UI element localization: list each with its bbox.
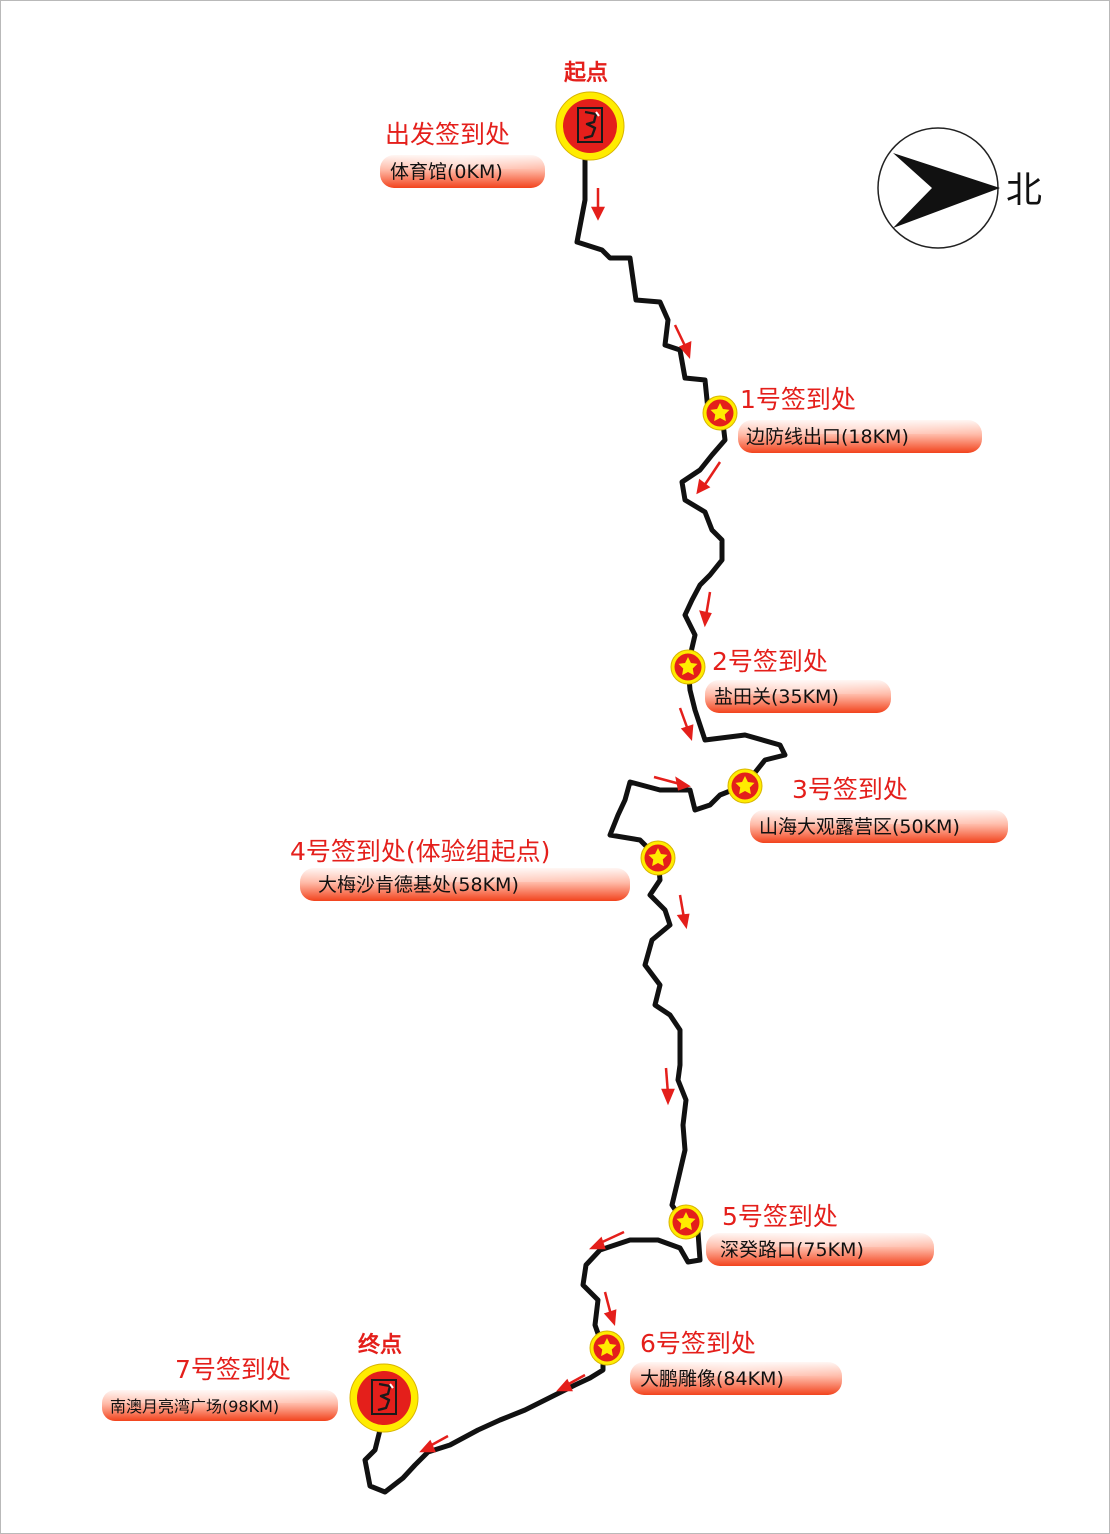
arrow-icon [588, 1230, 625, 1250]
direction-arrows [419, 188, 722, 1453]
finish-location-pill: 南澳月亮湾广场(98KM) [102, 1390, 338, 1421]
checkpoint-3-title: 3号签到处 [792, 775, 908, 804]
finish-title: 7号签到处 [175, 1355, 291, 1384]
finish-location: 南澳月亮湾广场(98KM) [110, 1397, 279, 1416]
arrow-icon [653, 775, 691, 791]
start-location-pill: 体育馆(0KM) [380, 155, 545, 188]
checkpoint-6-location: 大鹏雕像(84KM) [640, 1368, 784, 1390]
checkpoint-2-pill: 盐田关(35KM) [705, 680, 891, 713]
arrow-icon [676, 894, 690, 930]
north-compass: 北 [877, 127, 1042, 249]
checkpoint-5-pill: 深癸路口(75KM) [706, 1233, 934, 1266]
arrow-icon [603, 1291, 617, 1327]
star-icon [589, 1330, 625, 1366]
star-icon [640, 840, 676, 876]
north-arrow-icon [893, 153, 1000, 228]
arrow-icon [699, 591, 712, 628]
checkpoint-4: 4号签到处(体验组起点) 大梅沙肯德基处(58KM) [290, 837, 676, 901]
star-icon [727, 768, 763, 804]
checkpoint-5: 5号签到处 深癸路口(75KM) [668, 1202, 934, 1266]
star-icon [702, 395, 738, 431]
route-line [362, 157, 788, 1495]
start-marker-label: 起点 [563, 60, 608, 86]
checkpoint-6-pill: 大鹏雕像(84KM) [630, 1362, 842, 1395]
start-location: 体育馆(0KM) [390, 161, 503, 183]
checkpoint-3-pill: 山海大观露营区(50KM) [750, 810, 1008, 843]
arrow-icon [419, 1434, 449, 1453]
finish-point: 终点 7号签到处 南澳月亮湾广场(98KM) [102, 1332, 420, 1434]
checkpoint-3-location: 山海大观露营区(50KM) [759, 816, 960, 838]
checkpoint-3: 3号签到处 山海大观露营区(50KM) [727, 768, 1008, 843]
checkpoint-1: 1号签到处 边防线出口(18KM) [702, 385, 982, 453]
arrow-icon [556, 1373, 586, 1392]
logo-badge-icon [554, 90, 626, 162]
checkpoint-1-pill: 边防线出口(18KM) [738, 420, 982, 453]
checkpoint-2-location: 盐田关(35KM) [714, 686, 839, 708]
checkpoint-5-title: 5号签到处 [722, 1202, 838, 1231]
logo-badge-icon [348, 1362, 420, 1434]
checkpoint-1-title: 1号签到处 [740, 385, 856, 414]
arrow-icon [590, 188, 606, 221]
arrow-icon [678, 707, 694, 742]
start-point: 起点 出发签到处 体育馆(0KM) [380, 60, 626, 188]
checkpoint-1-location: 边防线出口(18KM) [746, 426, 909, 448]
checkpoint-6-title: 6号签到处 [640, 1329, 756, 1358]
finish-marker-label: 终点 [358, 1332, 402, 1358]
arrow-icon [696, 461, 722, 495]
checkpoint-5-location: 深癸路口(75KM) [720, 1239, 864, 1261]
arrow-icon [661, 1067, 675, 1106]
checkpoint-2-title: 2号签到处 [712, 647, 828, 676]
checkpoint-4-pill: 大梅沙肯德基处(58KM) [300, 868, 630, 901]
north-label: 北 [1006, 170, 1042, 211]
checkpoint-4-location: 大梅沙肯德基处(58KM) [318, 874, 519, 896]
checkpoint-4-title: 4号签到处(体验组起点) [290, 837, 550, 866]
arrow-icon [673, 324, 692, 360]
start-title: 出发签到处 [385, 120, 510, 149]
checkpoint-2: 2号签到处 盐田关(35KM) [670, 647, 891, 713]
star-icon [668, 1204, 704, 1240]
checkpoint-6: 6号签到处 大鹏雕像(84KM) [589, 1329, 842, 1395]
star-icon [670, 649, 706, 685]
